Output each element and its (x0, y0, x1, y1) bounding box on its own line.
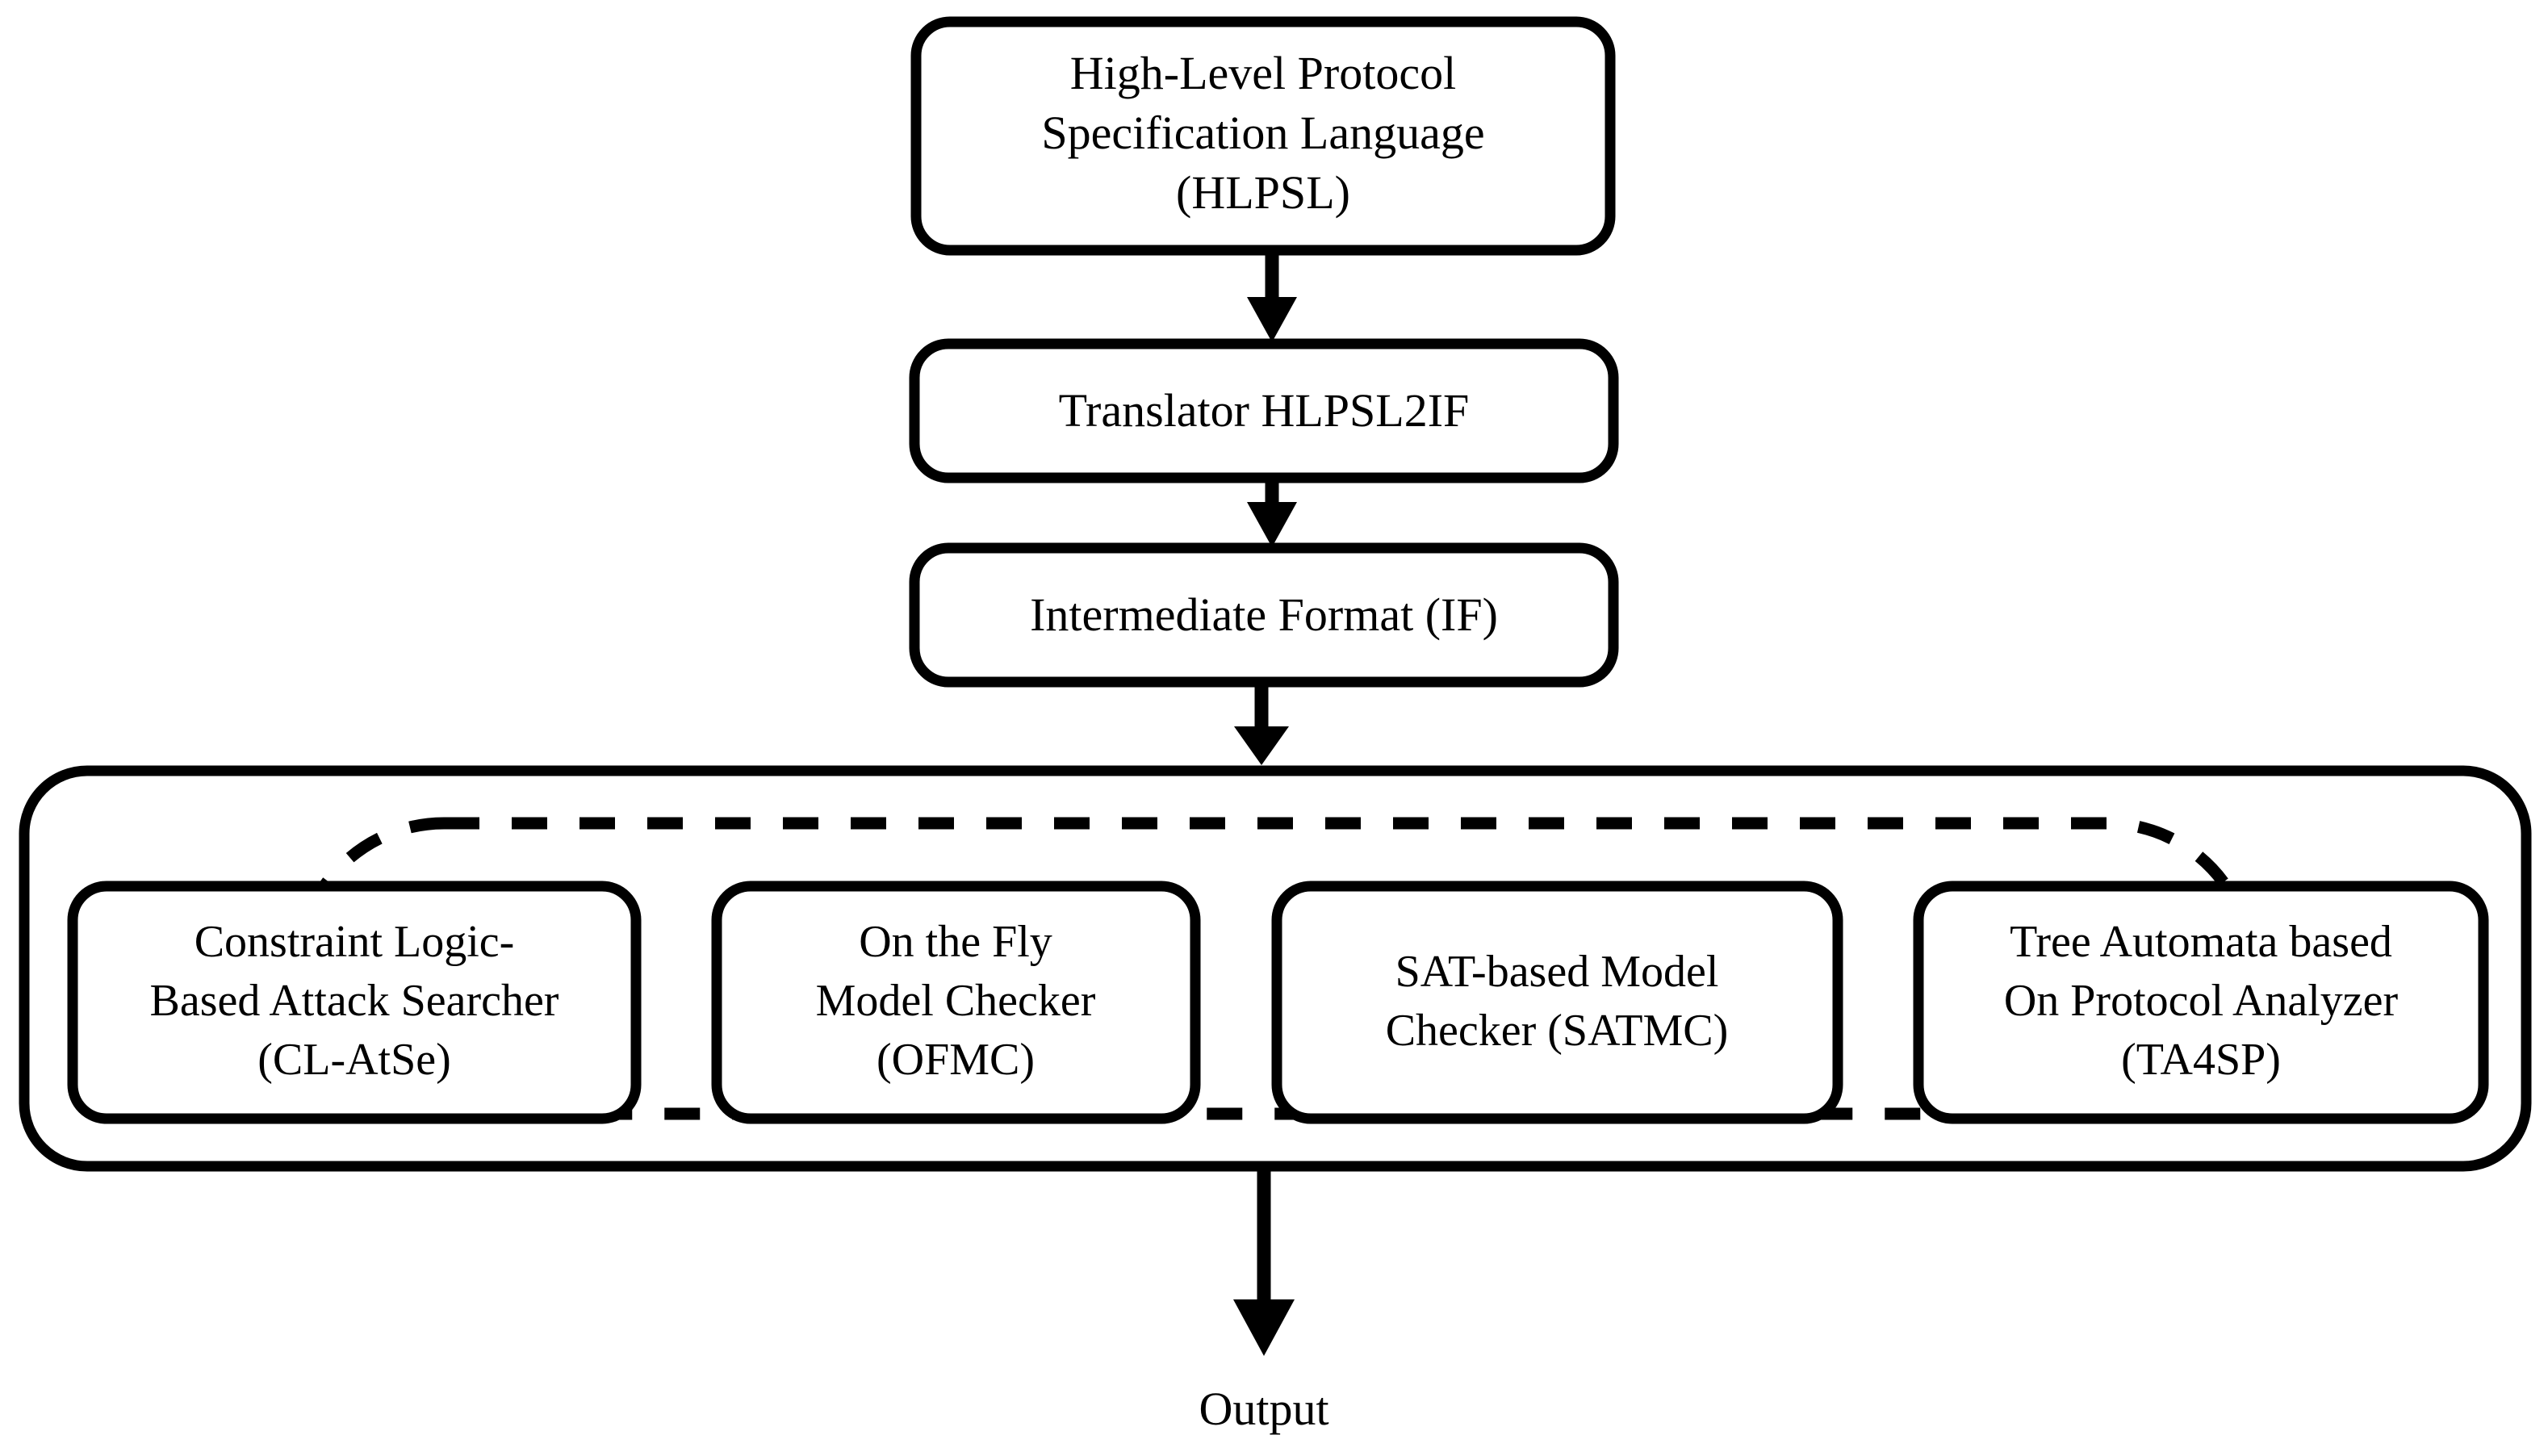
ofmc-line-2: Model Checker (816, 976, 1096, 1026)
cl-atse-box[interactable] (67, 881, 642, 1124)
cl-atse-line-2: Based Attack Searcher (150, 976, 559, 1026)
satmc-box[interactable] (1271, 881, 1843, 1124)
edge-translator-to-if (1247, 478, 1297, 547)
ta4sp-box[interactable] (1913, 881, 2489, 1124)
node-translator[interactable]: Translator HLPSL2IF (909, 338, 1619, 483)
hlpsl-line-1: High-Level Protocol (1070, 47, 1456, 99)
node-hlpsl[interactable]: High-Level Protocol Specification Langua… (910, 16, 1616, 256)
node-ofmc[interactable]: On the Fly Model Checker (OFMC) (711, 881, 1201, 1124)
ta4sp-line-3: (TA4SP) (2121, 1035, 2281, 1085)
ofmc-box[interactable] (711, 881, 1201, 1124)
node-satmc[interactable]: SAT-based Model Checker (SATMC) (1271, 881, 1843, 1124)
ta4sp-line-1: Tree Automata based (2010, 917, 2392, 967)
arrow-head-icon (1247, 297, 1297, 342)
translator-label: Translator HLPSL2IF (1059, 384, 1470, 437)
node-ta4sp[interactable]: Tree Automata based On Protocol Analyzer… (1913, 881, 2489, 1124)
ta4sp-line-2: On Protocol Analyzer (2004, 976, 2399, 1026)
hlpsl-line-2: Specification Language (1041, 107, 1484, 159)
edge-if-to-backends (1234, 682, 1289, 765)
output-label: Output (1199, 1383, 1328, 1435)
node-intermediate-format[interactable]: Intermediate Format (IF) (909, 542, 1619, 688)
arrow-head-icon (1233, 1299, 1295, 1356)
edge-backends-to-output (1233, 1166, 1295, 1356)
ofmc-line-1: On the Fly (859, 917, 1052, 967)
intermediate-format-label: Intermediate Format (IF) (1030, 588, 1498, 641)
satmc-line-1: SAT-based Model (1395, 947, 1719, 997)
hlpsl-line-3: (HLPSL) (1176, 166, 1350, 219)
arrow-head-icon (1234, 726, 1289, 765)
satmc-line-2: Checker (SATMC) (1386, 1006, 1729, 1056)
ofmc-line-3: (OFMC) (877, 1035, 1035, 1085)
cl-atse-line-1: Constraint Logic- (195, 917, 515, 967)
edge-hlpsl-to-translator (1247, 250, 1297, 342)
translator-box[interactable] (909, 338, 1619, 483)
hlpsl-box[interactable] (910, 16, 1616, 256)
cl-atse-line-3: (CL-AtSe) (257, 1035, 451, 1085)
arrow-head-icon (1247, 502, 1297, 547)
node-cl-atse[interactable]: Constraint Logic- Based Attack Searcher … (67, 881, 642, 1124)
